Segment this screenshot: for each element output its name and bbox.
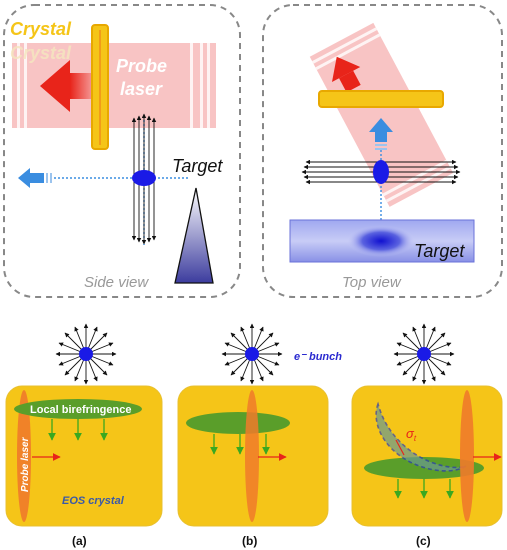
birefringence-ellipse-a (14, 399, 142, 419)
probe-label-line1: Probe (116, 56, 167, 76)
eos-crystal-a (5, 385, 163, 527)
probe-laser-label: Probe laser (20, 436, 31, 492)
sigma-marker-line (395, 439, 405, 456)
top-view-panel: Target Top view (262, 4, 503, 298)
panel-a: Local birefringence Probe laser EOS crys… (5, 385, 163, 548)
side-view-label: Side view (84, 274, 149, 291)
caption-b: (b) (242, 534, 257, 548)
panel-b: (b) (177, 385, 329, 548)
side-view-frame (3, 4, 241, 298)
green-field-arrows-b (210, 434, 270, 455)
caption-a: (a) (72, 534, 87, 548)
side-view-panel: Crystal Crystal Probe laser Target Side … (3, 4, 241, 298)
caption-c: (c) (416, 534, 431, 548)
electron-bunch-side (132, 170, 156, 186)
green-field-arrows-a (48, 419, 108, 441)
birefringence-ellipse-b (186, 412, 290, 434)
green-field-arrows-c (394, 479, 454, 499)
eos-crystal-c (351, 385, 503, 527)
eos-crystal-label: EOS crystal (62, 495, 125, 507)
probe-laser-ellipse-c (460, 390, 474, 522)
bunch-label: e⁻ bunch (294, 351, 342, 363)
panel-c: σt (c) (351, 385, 503, 548)
top-view-label: Top view (342, 274, 402, 291)
target-wedge (174, 187, 214, 284)
top-view-frame (262, 4, 503, 298)
bunch-field-icon-a (55, 323, 117, 385)
probe-laser-ellipse-a (17, 390, 31, 522)
side-target-label: Target (172, 156, 223, 176)
probe-laser-ellipse-b (245, 390, 259, 522)
blue-left-arrow-icon (18, 168, 52, 188)
bunch-field-icon-c (393, 323, 455, 385)
bunch-field-icon-b (221, 323, 283, 385)
top-crystal-bar (318, 90, 444, 108)
pulse-front-crescent (375, 401, 467, 472)
probe-label-line2: laser (120, 79, 163, 99)
crystal-label: Crystal (10, 19, 72, 39)
sigma-label: σt (406, 426, 417, 443)
blue-up-arrow-icon (369, 118, 393, 150)
top-target-label: Target (414, 241, 465, 261)
target-spot (347, 225, 415, 257)
birefringence-label: Local birefringence (30, 404, 131, 416)
crystal-ghost-label: Crystal (10, 43, 72, 63)
electron-bunch-top (373, 160, 389, 184)
